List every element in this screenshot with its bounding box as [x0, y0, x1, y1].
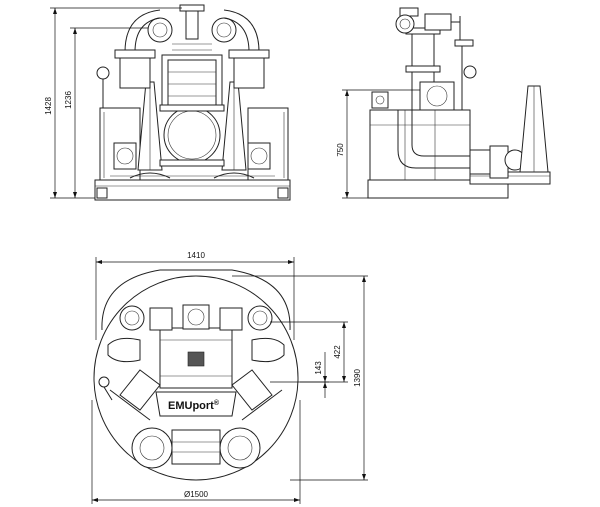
- dim-side-height: 750: [336, 143, 345, 157]
- front-view: [50, 4, 291, 201]
- dim-front-inner-height: 1236: [64, 91, 73, 109]
- dim-plan-depth: 1390: [353, 369, 362, 387]
- dim-plan-offset-b: 143: [314, 361, 323, 375]
- dim-tank-diameter: Ø1500: [184, 490, 209, 499]
- dim-plan-width: 1410: [187, 251, 205, 260]
- side-view: [342, 7, 551, 199]
- dim-front-overall-height: 1428: [44, 97, 53, 115]
- plan-view: [91, 257, 368, 504]
- emuport-logo-text: EMUport®: [168, 399, 220, 412]
- dim-plan-offset-a: 422: [333, 345, 342, 359]
